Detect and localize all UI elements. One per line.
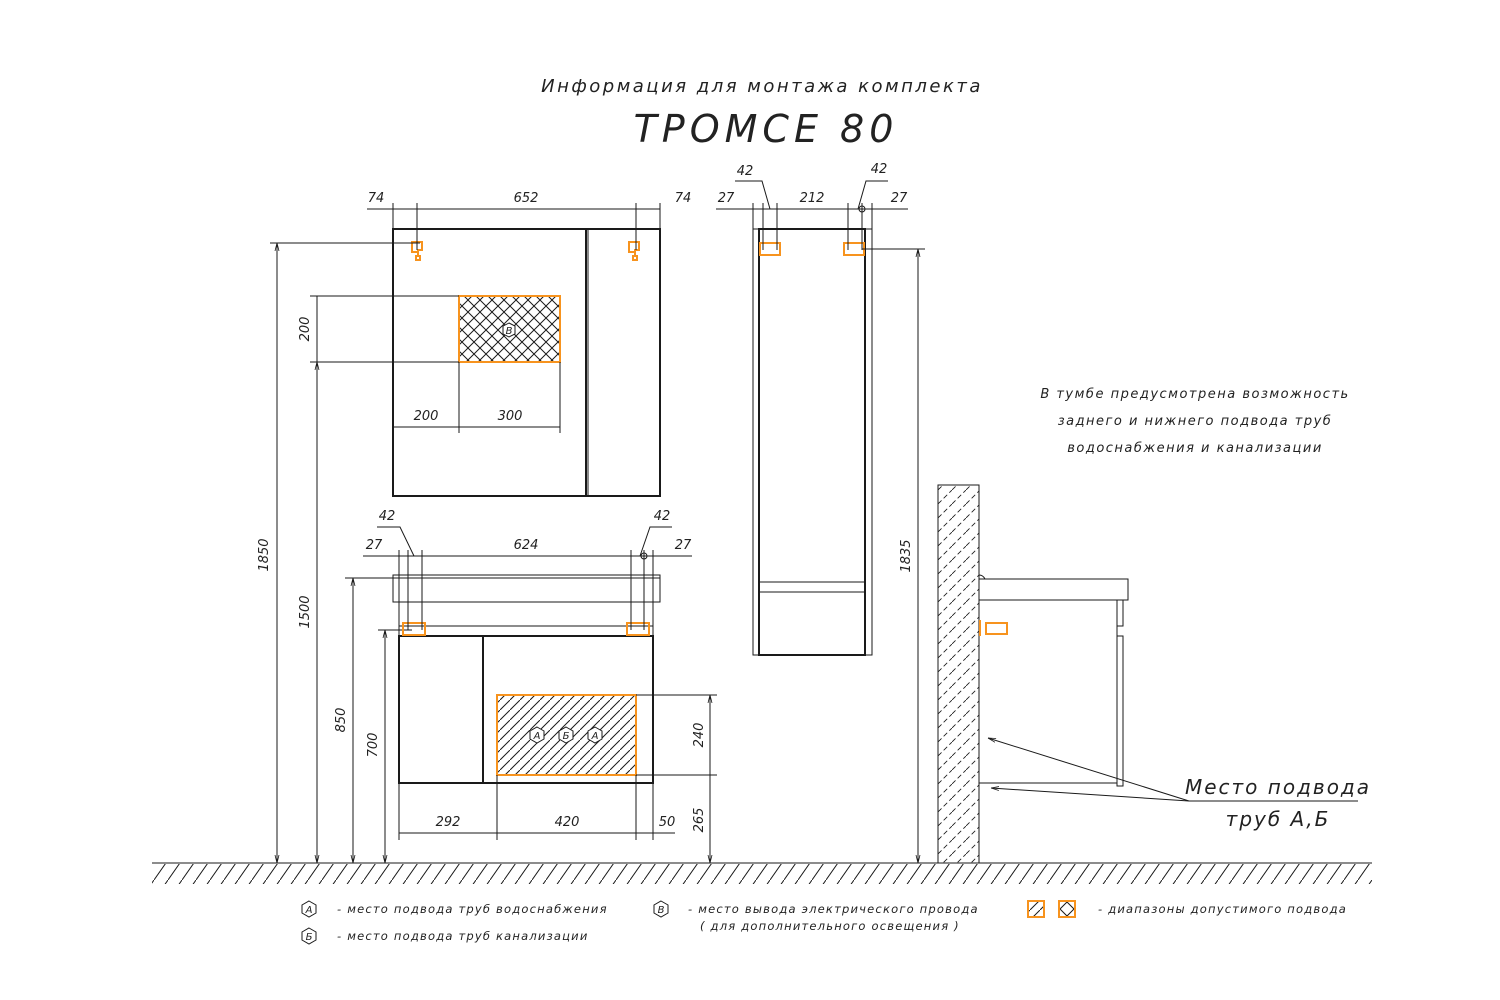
dim-label: 850 [334, 708, 349, 733]
dim-label: 42 [871, 162, 888, 177]
diagonal-hatch-swatch-icon [1027, 900, 1045, 918]
dim-label: 200 [298, 317, 313, 342]
washbasin [392, 574, 661, 603]
legend-item: В - место вывода электрического провода … [653, 900, 979, 933]
dim-label: 300 [498, 409, 523, 424]
dim-label: 74 [368, 191, 385, 206]
dim-label: 50 [659, 815, 676, 830]
floor [152, 862, 1372, 884]
dim-label: 42 [379, 509, 396, 524]
badge-a-icon: А [301, 900, 317, 918]
cross-hatch-swatch-icon [1058, 900, 1076, 918]
hook-icon [411, 241, 423, 261]
title-model-name: ТРОМСЕ 80 [634, 107, 899, 151]
mirror-cabinet: В 74 652 74 200 300 200 [298, 191, 692, 497]
badge-a-icon: А [529, 726, 545, 744]
vanity-unit: А Б А 27 42 624 42 27 292 420 [363, 509, 717, 863]
tall-cabinet: 27 42 212 42 27 1835 [716, 162, 925, 863]
mounting-bracket-icon [402, 622, 426, 636]
dim-label: 624 [514, 538, 539, 553]
svg-text:- место подвода труб канализац: - место подвода труб канализации [337, 929, 589, 943]
svg-text:В тумбе предусмотрена возможно: В тумбе предусмотрена возможность [1040, 387, 1349, 402]
dim-label: 265 [692, 808, 707, 833]
dim-label: 1850 [257, 538, 272, 571]
svg-text:А: А [305, 905, 313, 916]
svg-text:заднего и нижнего подвода труб: заднего и нижнего подвода труб [1058, 414, 1333, 429]
dim-label: 292 [436, 815, 461, 830]
dim-label: 212 [800, 191, 825, 206]
badge-v-icon: В [653, 900, 669, 918]
badge-a-icon: А [587, 726, 603, 744]
washbasin-side [978, 578, 1129, 601]
vanity-body [398, 635, 654, 784]
legend-item: А - место подвода труб водоснабжения [301, 900, 608, 918]
svg-text:А: А [591, 731, 599, 742]
vanity-side [978, 599, 1118, 784]
svg-text:- диапазоны допустимого подвод: - диапазоны допустимого подвода [1098, 902, 1347, 916]
tall-cabinet-body [752, 228, 873, 656]
svg-text:Б: Б [563, 731, 570, 742]
mounting-bracket-icon [843, 242, 865, 256]
height-dimensions: 1850 1500 850 700 [257, 242, 420, 863]
svg-text:В: В [506, 326, 513, 337]
legend: А - место подвода труб водоснабжения Б -… [301, 900, 1347, 945]
callout-label-line2: труб А,Б [1226, 807, 1331, 831]
dim-label: 74 [675, 191, 692, 206]
dim-label: 420 [555, 815, 580, 830]
svg-text:В: В [658, 905, 665, 916]
svg-text:водоснабжения и канализации: водоснабжения и канализации [1067, 441, 1323, 456]
dim-label: 1835 [899, 539, 914, 572]
mounting-bracket-icon [979, 620, 1008, 636]
dim-label: 27 [891, 191, 908, 206]
badge-b-icon: Б [558, 726, 574, 744]
mounting-bracket-icon [759, 242, 781, 256]
dim-label: 200 [414, 409, 439, 424]
side-view: Место подвода труб А,Б [937, 484, 1371, 864]
svg-text:( для дополнительного освещени: ( для дополнительного освещения ) [700, 919, 960, 933]
title-subheading: Информация для монтажа комплекта [541, 76, 983, 97]
badge-b-icon: Б [301, 927, 317, 945]
mounting-bracket-icon [626, 622, 650, 636]
svg-text:А: А [533, 731, 541, 742]
dim-label: 27 [366, 538, 383, 553]
dim-label: 652 [514, 191, 539, 206]
svg-text:Б: Б [306, 932, 313, 943]
badge-v-icon: В [502, 322, 516, 338]
svg-text:- место вывода электрического: - место вывода электрического провода [688, 902, 979, 916]
legend-item: Б - место подвода труб канализации [301, 927, 589, 945]
dim-label: 27 [718, 191, 735, 206]
callout-label-line1: Место подвода [1185, 775, 1371, 799]
dim-label: 700 [366, 733, 381, 758]
installation-note: В тумбе предусмотрена возможность заднег… [1040, 387, 1349, 456]
legend-item: - диапазоны допустимого подвода [1027, 900, 1347, 918]
dim-label: 42 [737, 164, 754, 179]
dim-label: 240 [692, 723, 707, 748]
svg-text:- место подвода труб водоснабж: - место подвода труб водоснабжения [337, 902, 608, 916]
wall [938, 485, 979, 863]
dim-label: 1500 [298, 595, 313, 628]
dim-label: 42 [654, 509, 671, 524]
dim-label: 27 [675, 538, 692, 553]
hook-icon [628, 241, 640, 261]
